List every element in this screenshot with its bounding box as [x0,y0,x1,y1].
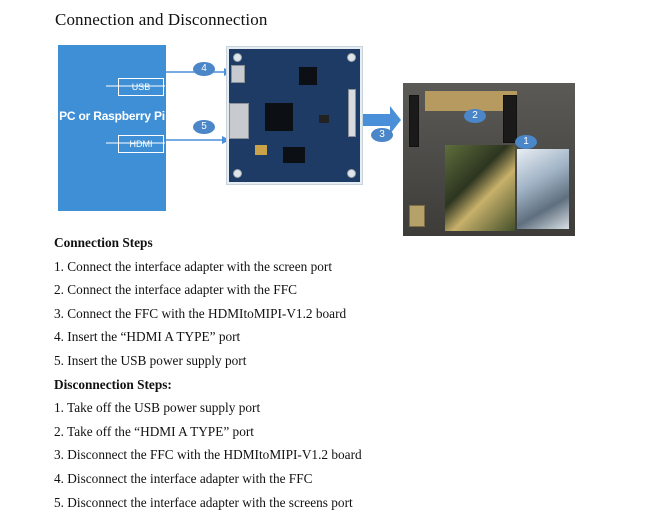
component [319,115,329,123]
disconnection-step: 2. Take off the “HDMI A TYPE” port [54,423,254,439]
disconnection-step: 3. Disconnect the FFC with the HDMItoMIP… [54,447,362,463]
component [255,145,267,155]
pc-label: PC or Raspberry Pi [59,109,165,123]
usb-port-label: USB [118,78,164,96]
steps-text: Connection Steps 1. Connect the interfac… [54,231,614,514]
mount-hole [233,169,242,178]
connection-step: 4. Insert the “HDMI A TYPE” port [54,329,241,345]
disconnection-step: 1. Take off the USB power supply port [54,400,261,416]
chip [283,147,305,163]
badge-3: 3 [371,128,393,142]
mount-hole [347,169,356,178]
badge-5: 5 [193,120,215,134]
screen-photo [403,83,575,236]
connection-step: 5. Insert the USB power supply port [54,352,247,368]
connection-diagram: USB PC or Raspberry Pi HDMI [0,0,655,240]
ffc-block-arrow [363,106,401,134]
component [409,205,425,227]
screen-display [517,149,569,229]
main-chip [265,103,293,131]
connection-step: 2. Connect the interface adapter with th… [54,282,297,298]
adapter-connector [503,95,517,143]
hdmi-port-label: HDMI [118,135,164,153]
ffc-connector [348,89,356,137]
hdmi-arrow-head [222,136,230,144]
badge-2: 2 [464,109,486,123]
connection-step: 3. Connect the FFC with the HDMItoMIPI-V… [54,305,347,321]
ffc-cable [425,91,517,111]
usb-connector [231,65,245,83]
disconnection-step: 5. Disconnect the interface adapter with… [54,494,353,510]
chip [299,67,317,85]
page-title: Connection and Disconnection [55,10,268,29]
connection-heading: Connection Steps [54,235,153,250]
disconnection-heading: Disconnection Steps: [54,376,172,392]
disconnection-step: 4. Disconnect the interface adapter with… [54,470,313,486]
pc-box: USB PC or Raspberry Pi HDMI [58,45,166,211]
badge-1: 1 [515,135,537,149]
screen-display [445,145,515,231]
hdmi-to-mipi-board [227,47,362,184]
hdmi-connector [229,103,249,139]
adapter-connector [409,95,419,147]
mount-hole [233,53,242,62]
connection-step: 1. Connect the interface adapter with th… [54,258,333,274]
mount-hole [347,53,356,62]
badge-4: 4 [193,62,215,76]
